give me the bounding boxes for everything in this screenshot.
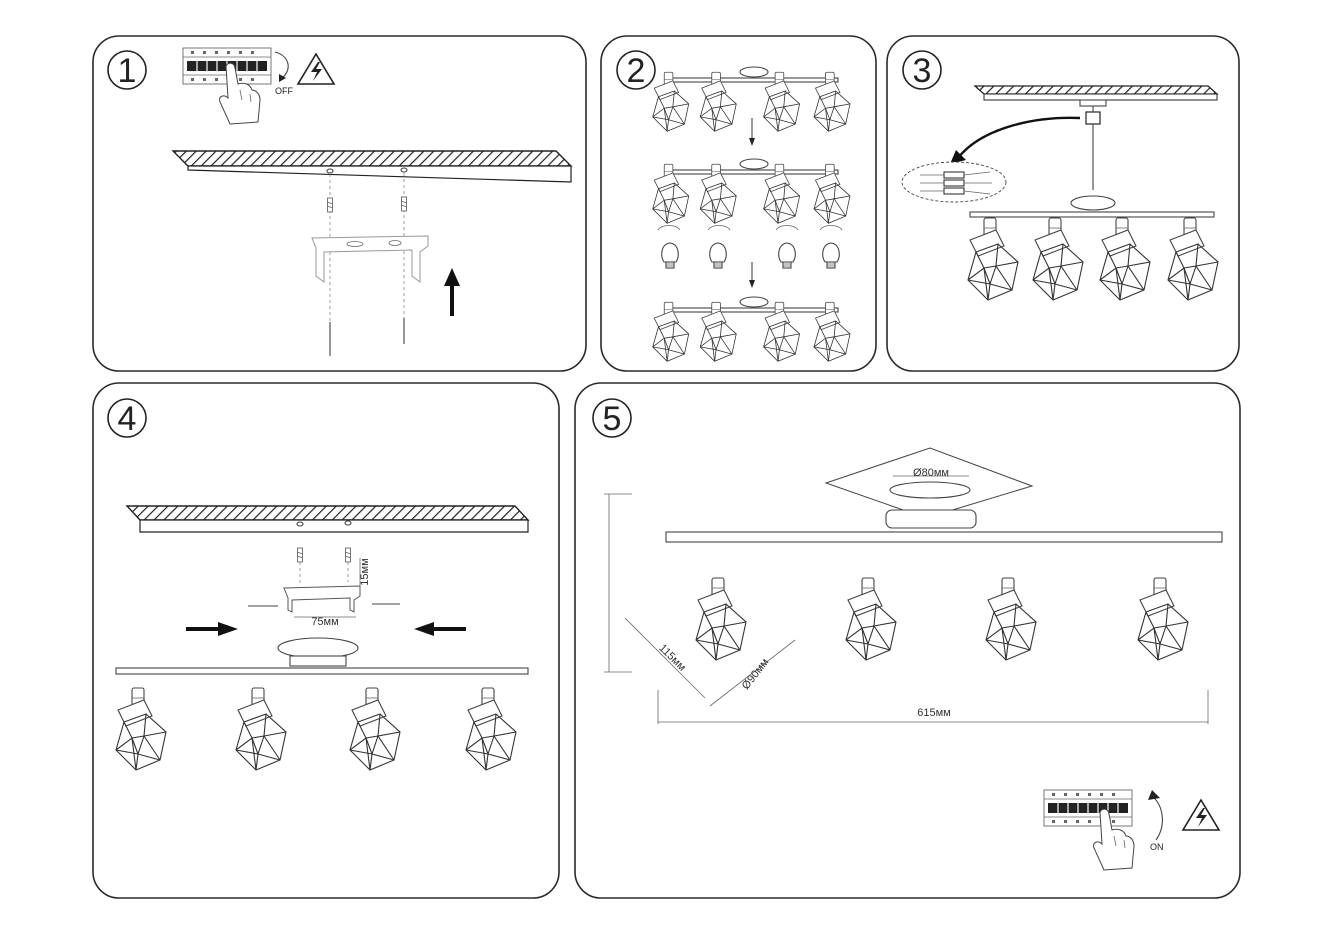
step-4-number: 4 bbox=[118, 400, 137, 438]
step-3-panel: 3 bbox=[886, 35, 1240, 372]
step-2-number: 2 bbox=[627, 52, 646, 90]
step-1-panel: 1 OFF bbox=[92, 35, 587, 372]
step-1-number: 1 bbox=[118, 52, 137, 90]
ceiling-board bbox=[171, 150, 573, 167]
circuit-breaker-on-icon bbox=[1043, 789, 1133, 827]
total-length-label: 615мм bbox=[917, 707, 950, 719]
base-diameter-label: Ø80мм bbox=[913, 467, 949, 479]
step-5-number: 5 bbox=[603, 400, 622, 438]
bracket-width-label: 75мм bbox=[311, 616, 338, 628]
step-4-panel: 4 75мм 15мм bbox=[92, 382, 560, 899]
off-label: OFF bbox=[275, 86, 293, 96]
bracket-height-label: 15мм bbox=[359, 558, 371, 585]
mounting-bracket bbox=[311, 235, 429, 283]
left-arrow-icon bbox=[414, 622, 466, 636]
on-label: ON bbox=[1150, 842, 1164, 852]
step-2-panel: 2 bbox=[600, 35, 877, 372]
step-5-panel: 5 Ø80мм 115мм Ø90мм 615мм ON bbox=[574, 382, 1241, 899]
up-arrow-icon bbox=[444, 268, 460, 316]
step-3-number: 3 bbox=[913, 52, 932, 90]
right-arrow-icon bbox=[186, 622, 238, 636]
